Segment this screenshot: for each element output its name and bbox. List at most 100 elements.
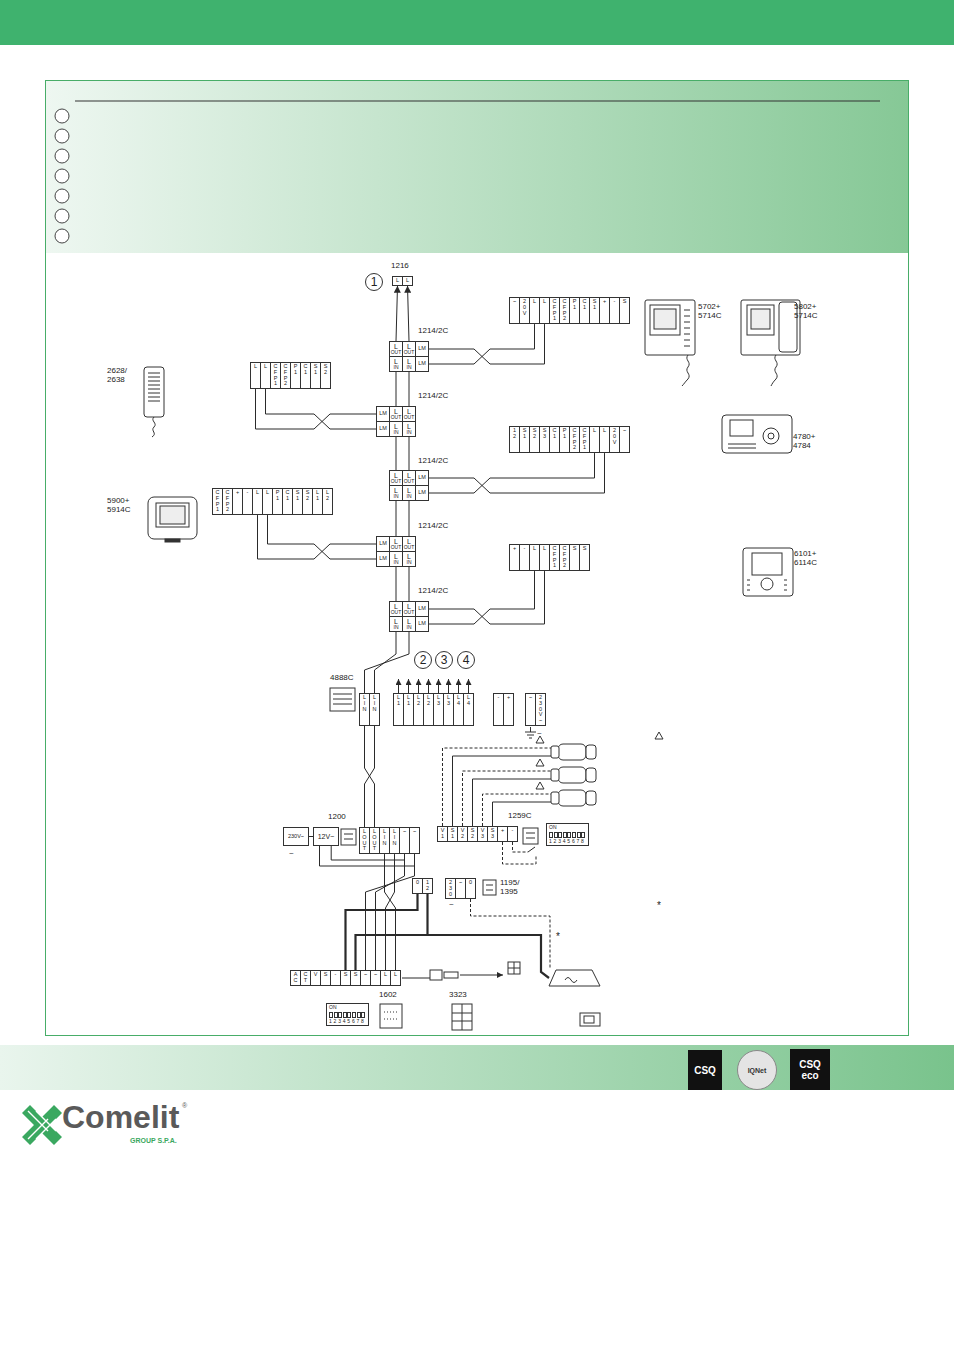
terminal-cell: LOUT — [389, 536, 403, 552]
terminal-cell: LOUT — [402, 406, 416, 422]
part-number: 1214/2C — [418, 457, 448, 466]
wire — [266, 389, 377, 429]
terminal-label: OUT — [404, 415, 415, 420]
device-icon — [486, 885, 493, 890]
terminal-cell: 12 — [422, 878, 433, 894]
terminal-label: S — [343, 972, 348, 978]
terminal-cell: LM — [415, 485, 429, 501]
lock-symbol — [430, 962, 600, 986]
monitor-picture — [768, 433, 774, 439]
terminal-label: - — [245, 490, 250, 496]
wire-pair — [396, 372, 409, 406]
terminal-label: AC — [293, 972, 298, 984]
monitor-picture — [682, 355, 689, 386]
wire-pair — [396, 501, 409, 536]
terminal-label: P1 — [572, 299, 577, 311]
terminal-label: S1 — [313, 364, 318, 376]
terminal-cell: S — [579, 544, 590, 571]
output-voltage-box: 12V~ — [313, 827, 339, 846]
floor-arrow — [458, 679, 459, 693]
trademark-sign: ® — [182, 1102, 187, 1110]
camera-picture — [558, 790, 586, 806]
language-bullet — [55, 229, 69, 243]
terminal-cell: L4 — [463, 693, 474, 726]
terminal-cell: LIN — [389, 551, 403, 567]
dip-lever — [577, 832, 581, 838]
wire — [409, 501, 410, 536]
terminal-label: L — [394, 358, 398, 365]
camera-picture — [558, 767, 586, 783]
language-bullet — [55, 209, 69, 223]
terminal-label: V2 — [460, 828, 465, 840]
camera-picture — [558, 744, 586, 760]
dip-switch: ON12345678 — [326, 1003, 369, 1026]
terminal-cell: L — [390, 970, 401, 986]
part-number: * — [556, 931, 560, 942]
terminal-cell: LM — [415, 616, 429, 632]
dip-lever-row — [329, 1012, 366, 1018]
terminal-label: C1 — [303, 364, 308, 376]
lock-symbol — [444, 972, 458, 978]
terminal-row: LOUTLOUTLM — [389, 601, 429, 617]
terminal-cell: L — [402, 276, 413, 286]
camera-picture — [551, 792, 559, 804]
camera-picture — [586, 768, 596, 782]
part-number: 1195/ 1395 — [500, 879, 528, 897]
terminal-row: LMLOUTLOUT — [376, 536, 416, 552]
terminal-label: S2 — [470, 828, 475, 840]
dip-switch: ON12345678 — [546, 823, 589, 846]
lock-wire — [402, 899, 550, 978]
terminal-row: ACCTVS-SS~~LL — [290, 970, 401, 986]
terminal-label: + — [512, 546, 517, 552]
terminal-label: L1 — [396, 695, 401, 707]
terminal-strip: LLCFP1CFP2P1C1S1S2 — [250, 362, 331, 389]
device-icon — [344, 834, 353, 839]
terminal-cell: LOUT — [389, 341, 403, 357]
terminal-label: ~ — [458, 880, 463, 886]
device-icon — [333, 694, 352, 704]
terminal-label: - — [496, 695, 501, 701]
terminal-label: L3 — [436, 695, 441, 707]
lock-wire — [460, 975, 503, 976]
mains-input-box: 230V~ — [283, 827, 309, 846]
part-number: ~ — [537, 730, 542, 739]
terminal-cell: LIN — [389, 485, 403, 501]
wire-pair — [429, 453, 605, 493]
wire — [429, 453, 605, 493]
camera-picture — [586, 791, 596, 805]
terminal-label: 230V~ — [538, 695, 543, 724]
part-number: 1214/2C — [418, 587, 448, 596]
handset-picture — [144, 367, 164, 437]
monitor-picture — [743, 548, 793, 596]
dip-lever — [329, 1012, 333, 1018]
dip-lever — [567, 832, 571, 838]
floor-arrow — [398, 679, 399, 693]
bottom-band — [0, 1045, 954, 1090]
terminal-cell: 0 — [465, 878, 476, 899]
terminal-cell: LM — [376, 536, 390, 552]
terminal-label: IN — [407, 560, 412, 565]
handset-picture — [144, 367, 164, 417]
terminal-cell: LM — [415, 341, 429, 357]
device-icon — [584, 1016, 594, 1023]
terminal-label: ~ — [363, 972, 368, 978]
terminal-label: IN — [407, 430, 412, 435]
terminal-label: S1 — [295, 490, 300, 502]
lock-symbol — [508, 962, 520, 974]
switch-numbers: 12345678 — [549, 839, 586, 845]
dip-lever — [554, 832, 558, 838]
terminal-label: OUT — [404, 610, 415, 615]
part-number: 3323 — [449, 991, 467, 1000]
device-icon — [330, 688, 355, 711]
wire — [409, 437, 410, 470]
language-bullet — [55, 109, 69, 243]
dip-lever — [338, 1012, 342, 1018]
monitor-picture — [743, 548, 793, 596]
terminal-row: LINLINL1L1L2L2L3L3L4L4-+~230V~ — [359, 693, 546, 726]
part-number: 5702+ 5714C — [698, 303, 728, 321]
terminal-label: LM — [418, 621, 426, 627]
terminal-cell: LIN — [369, 693, 380, 726]
terminal-cell: LIN — [402, 356, 416, 372]
terminal-label: 0 — [415, 880, 420, 886]
